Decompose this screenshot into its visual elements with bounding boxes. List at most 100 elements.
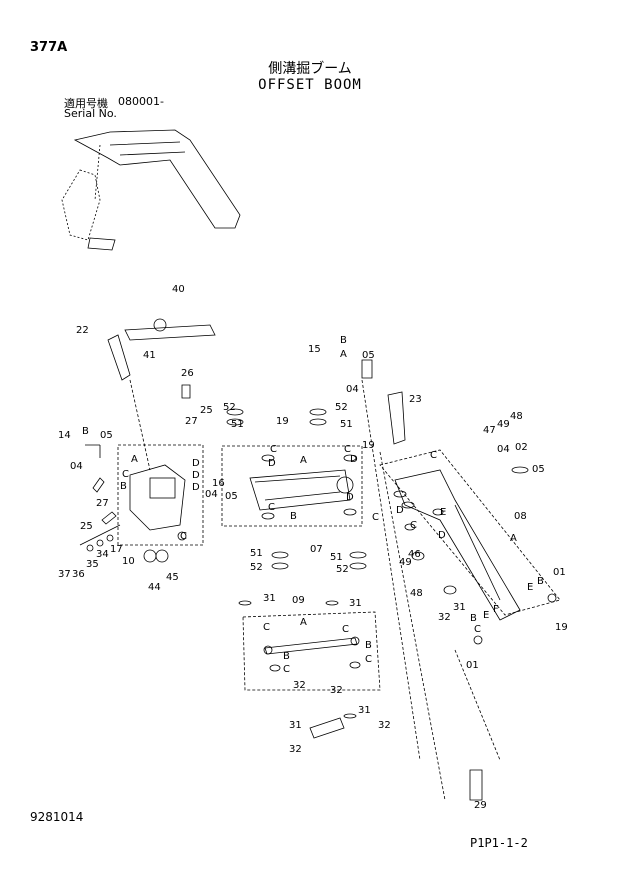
callout-17: 17 (110, 544, 123, 555)
callout-31-4: 31 (358, 705, 371, 716)
callout-32-3: 32 (289, 744, 302, 755)
callout-01-1: 01 (466, 660, 479, 671)
callout-01: 01 (553, 567, 566, 578)
callout-16: 16 (212, 478, 225, 489)
serial-value: 080001- (118, 95, 164, 108)
callout-40: 40 (172, 284, 185, 295)
callout-19: 19 (276, 416, 289, 427)
callout-05: 05 (100, 430, 113, 441)
callout-04-3: 04 (497, 444, 510, 455)
letter-mark-b-26: B (470, 613, 477, 624)
callout-10: 10 (122, 556, 135, 567)
callout-25-1: 25 (80, 521, 93, 532)
overview-machine-sketch (61, 129, 241, 251)
callout-51: 51 (231, 419, 244, 430)
left-arm-assembly (79, 318, 216, 563)
pin-15 (361, 359, 373, 379)
letter-mark-c-6: C (180, 531, 187, 542)
letter-mark-d-18: D (396, 505, 404, 516)
callout-23: 23 (409, 394, 422, 405)
callout-51-3: 51 (330, 552, 343, 563)
pin-29 (469, 769, 483, 801)
callout-08: 08 (514, 511, 527, 522)
letter-mark-f-25: F (493, 604, 499, 615)
letter-mark-c-27: C (474, 624, 481, 635)
callout-52-1: 52 (335, 402, 348, 413)
letter-mark-c-2: C (122, 469, 129, 480)
letter-mark-a-31: A (300, 617, 307, 628)
callout-05-1: 05 (225, 491, 238, 502)
letter-mark-c-36: C (365, 654, 372, 665)
callout-32-1: 32 (293, 680, 306, 691)
letter-mark-c-30: C (263, 622, 270, 633)
callout-32-4: 32 (378, 720, 391, 731)
callout-31-1: 31 (263, 593, 276, 604)
letter-mark-d-5: D (192, 482, 200, 493)
callout-04: 04 (70, 461, 83, 472)
callout-34: 34 (96, 549, 109, 560)
letter-mark-c-11: C (344, 444, 351, 455)
link-09-assembly (238, 600, 381, 739)
callout-22: 22 (76, 325, 89, 336)
letter-mark-a-29: A (340, 349, 347, 360)
letter-mark-d-4: D (192, 470, 200, 481)
letter-mark-c-32: C (342, 624, 349, 635)
cylinder-23 (387, 391, 406, 445)
letter-mark-e-22: E (527, 582, 533, 593)
callout-45: 45 (166, 572, 179, 583)
boom-07-assembly (221, 408, 367, 570)
letter-mark-c-16: C (372, 512, 379, 523)
letter-mark-d-9: D (268, 458, 276, 469)
callout-31: 31 (453, 602, 466, 613)
letter-mark-e-20: E (440, 507, 446, 518)
letter-mark-b-7: B (82, 426, 89, 437)
callout-32-2: 32 (330, 685, 343, 696)
callout-48: 48 (510, 411, 523, 422)
callout-52-2: 52 (250, 562, 263, 573)
callout-05-2: 05 (362, 350, 375, 361)
page-code: 377A (30, 40, 68, 55)
callout-35: 35 (86, 559, 99, 570)
letter-mark-a-0: A (131, 454, 138, 465)
callout-51-1: 51 (340, 419, 353, 430)
letter-mark-c-19: C (410, 520, 417, 531)
document-number: 9281014 (30, 810, 84, 824)
callout-31-2: 31 (349, 598, 362, 609)
letter-mark-d-37: D (438, 530, 446, 541)
page-reference: P1P1-1-2 (470, 836, 528, 850)
letter-mark-b-28: B (340, 335, 347, 346)
letter-mark-b-14: B (290, 511, 297, 522)
callout-25: 25 (200, 405, 213, 416)
letter-mark-c-13: C (268, 502, 275, 513)
callout-09: 09 (292, 595, 305, 606)
callout-05-3: 05 (532, 464, 545, 475)
callout-52-3: 52 (336, 564, 349, 575)
callout-32: 32 (438, 612, 451, 623)
callout-26: 26 (181, 368, 194, 379)
callout-15: 15 (308, 344, 321, 355)
callout-19-2: 19 (555, 622, 568, 633)
callout-51-2: 51 (250, 548, 263, 559)
letter-mark-b-1: B (120, 481, 127, 492)
letter-mark-c-17: C (430, 450, 437, 461)
callout-37: 37 (58, 569, 71, 580)
letter-mark-b-35: B (365, 640, 372, 651)
callout-41: 41 (143, 350, 156, 361)
callout-27-1: 27 (96, 498, 109, 509)
title-english: OFFSET BOOM (258, 77, 362, 93)
callout-49: 49 (497, 419, 510, 430)
callout-44: 44 (148, 582, 161, 593)
callout-04-2: 04 (346, 384, 359, 395)
letter-mark-c-8: C (270, 444, 277, 455)
letter-mark-b-23: B (537, 576, 544, 587)
callout-02: 02 (515, 442, 528, 453)
callout-48-1: 48 (410, 588, 423, 599)
callout-29: 29 (474, 800, 487, 811)
callout-04-1: 04 (205, 489, 218, 500)
letter-mark-a-10: A (300, 455, 307, 466)
callout-36: 36 (72, 569, 85, 580)
callout-31-3: 31 (289, 720, 302, 731)
title-japanese: 側溝掘ブーム (268, 61, 352, 77)
letter-mark-b-33: B (283, 651, 290, 662)
